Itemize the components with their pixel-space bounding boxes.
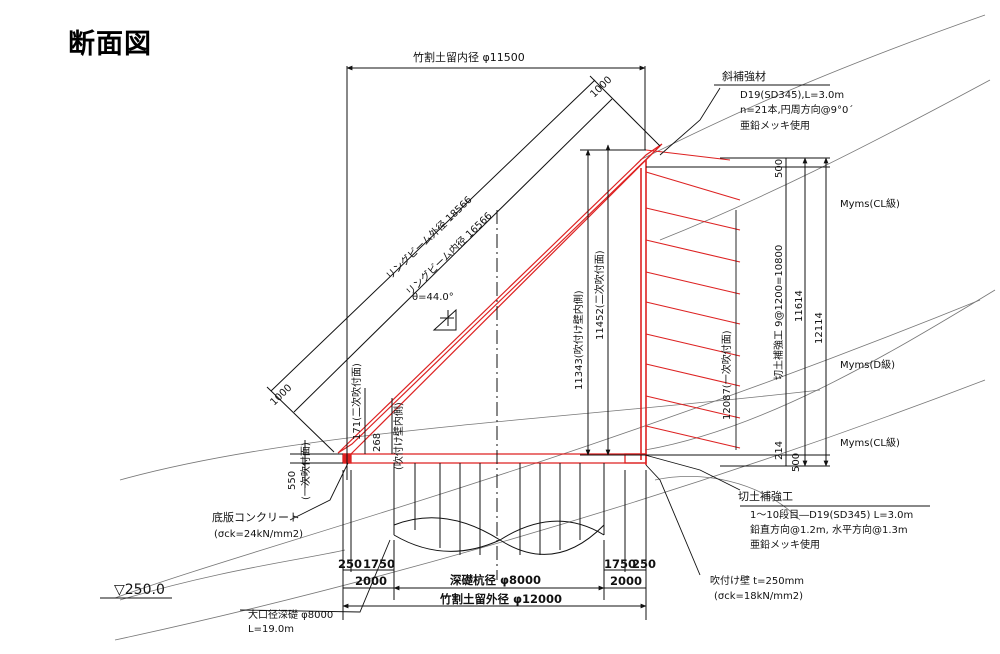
left-dim-a: 171(二次吹付面) bbox=[350, 363, 363, 440]
theta-label: θ=44.0° bbox=[412, 292, 454, 303]
myms-cl-1: Myms(CL級) bbox=[840, 197, 900, 210]
right-wall bbox=[640, 160, 647, 465]
r500-top-label: 500 bbox=[774, 159, 785, 178]
left-dim-c: (吹付け壁内側) bbox=[392, 402, 405, 470]
slab-line-2: (σck=24kN/mm2) bbox=[214, 529, 303, 540]
far-right-dims bbox=[646, 157, 830, 467]
soil-nails bbox=[645, 149, 741, 449]
r-main-label: 切土補強工 9@1200=10800 bbox=[772, 245, 785, 380]
leader-lines bbox=[239, 84, 930, 613]
wall-line-1: 吹付け壁 t=250mm bbox=[710, 574, 804, 587]
terrain-lines bbox=[114, 14, 996, 641]
myms-d: Myms(D級) bbox=[840, 358, 895, 371]
cut-line-1: 1～10段目―D19(SD345) L=3.0m bbox=[750, 508, 913, 521]
right-dim-c: 12087(一次吹付面) bbox=[720, 330, 733, 420]
ring-beam bbox=[337, 143, 663, 456]
cut-title: 切土補強工 bbox=[738, 490, 793, 503]
cut-line-2: 鉛直方向@1.2m, 水平方向@1.3m bbox=[750, 523, 908, 536]
bottom-1750-right: 1750 bbox=[604, 557, 636, 571]
ring-width-bottom-label: 1000 bbox=[268, 383, 294, 409]
outer-diameter-label: 竹割土留外径 φ12000 bbox=[439, 592, 562, 606]
right-dim-a: 11343(吹付け壁内側) bbox=[572, 290, 585, 390]
myms-cl-2: Myms(CL級) bbox=[840, 436, 900, 449]
bottom-2000-left: 2000 bbox=[355, 574, 387, 588]
bottom-2000-right: 2000 bbox=[610, 574, 642, 588]
r11614-label: 11614 bbox=[794, 290, 805, 322]
brace-line-1: D19(SD345),L=3.0m bbox=[740, 90, 844, 101]
brace-line-3: 亜鉛メッキ使用 bbox=[740, 119, 810, 132]
left-dim-b: 268 bbox=[372, 433, 383, 452]
bottom-dims bbox=[342, 470, 647, 620]
right-dim-b: 11452(二次吹付面) bbox=[593, 250, 606, 340]
bottom-1750-left: 1750 bbox=[363, 557, 395, 571]
bottom-250-right: 250 bbox=[632, 557, 656, 571]
page-title: 断面図 bbox=[68, 29, 152, 60]
r12114-label: 12114 bbox=[814, 312, 825, 344]
r500-bot-label: 500 bbox=[791, 453, 802, 472]
brace-title: 斜補強材 bbox=[722, 69, 766, 83]
slab-line-1: 底版コンクリート bbox=[212, 510, 300, 524]
deep-pile bbox=[393, 463, 605, 555]
pile-diameter-label: 深礎杭径 φ8000 bbox=[450, 573, 541, 587]
pier-line-1: 大口径深礎 φ8000 bbox=[248, 608, 333, 621]
cut-line-3: 亜鉛メッキ使用 bbox=[750, 538, 820, 551]
level-label: ▽250.0 bbox=[114, 582, 165, 598]
wall-line-2: (σck=18kN/mm2) bbox=[714, 591, 803, 602]
bottom-250-left: 250 bbox=[338, 557, 362, 571]
theta-triangle bbox=[432, 308, 457, 331]
top-dimension bbox=[346, 65, 646, 480]
right-dims bbox=[580, 144, 646, 456]
brace-line-2: n=21本,円周方向@9°0´ bbox=[740, 103, 853, 116]
r214-label: 214 bbox=[774, 441, 785, 460]
left-550-label: 550 bbox=[287, 471, 298, 490]
top-dim-label: 竹割土留内径 φ11500 bbox=[413, 50, 525, 64]
pier-line-2: L=19.0m bbox=[248, 624, 294, 635]
left-550b-label: (一次吹付面) bbox=[299, 442, 312, 500]
left-dims bbox=[290, 388, 393, 488]
